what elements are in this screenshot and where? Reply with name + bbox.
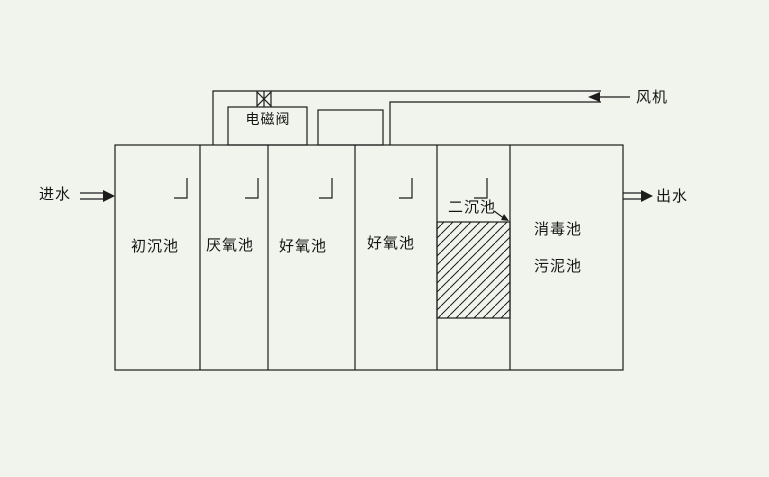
clarifier-pointer-arrow-icon (501, 214, 509, 221)
inlet-pipe-lines (80, 192, 103, 200)
fan-label: 风机 (635, 89, 669, 106)
valve-wing-left (256, 90, 265, 108)
weir-mark-5 (474, 178, 488, 199)
outlet-label: 出水 (655, 188, 689, 205)
outlet-pipe-lines (623, 192, 641, 200)
solenoid-valve-box (227, 106, 308, 146)
outlet-arrow-icon (641, 190, 653, 202)
weir-mark-4 (399, 178, 413, 199)
air-pipe-upper (212, 90, 601, 145)
solenoid-valve-label: 电磁阀 (245, 111, 291, 127)
weir-mark-2 (245, 178, 259, 199)
compartment-label-disinfection: 消毒池 (533, 221, 583, 238)
clarifier-hatch-area (436, 221, 511, 319)
inlet-arrow-icon (103, 190, 115, 202)
weir-mark-3 (319, 178, 333, 199)
compartment-label-anaerobic: 厌氧池 (205, 237, 255, 254)
compartment-label-primary-sedimentation: 初沉池 (130, 238, 180, 255)
equipment-box (317, 109, 384, 146)
compartment-label-secondary-sedimentation: 二沉池 (447, 199, 497, 216)
valve-wing-right (263, 90, 272, 108)
inlet-label: 进水 (38, 186, 72, 203)
air-pipe-lower (389, 101, 601, 145)
solenoid-valve-symbol (256, 90, 272, 108)
weir-mark-1 (174, 178, 188, 199)
compartment-label-sludge: 污泥池 (533, 258, 583, 275)
compartment-label-aerobic-2: 好氧池 (366, 235, 416, 252)
compartment-label-aerobic-1: 好氧池 (278, 238, 328, 255)
fan-flow-arrow-icon (588, 92, 600, 102)
